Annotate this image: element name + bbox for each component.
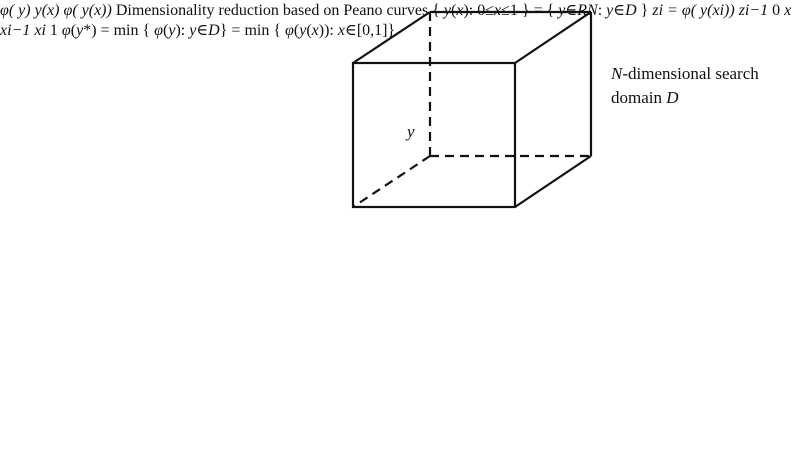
axis-label-one: 1 [49, 22, 58, 39]
z-i-minus-1-point: zi−1 0 x xi−1 xi 1 φ(y*) = min { φ(y): y… [0, 2, 791, 39]
phi-yx-label: φ( y(x)) [63, 2, 112, 19]
cube-front-face [351, 61, 517, 209]
z-i-minus-1-label: zi−1 [738, 2, 769, 19]
cube-edge [352, 11, 431, 64]
search-domain-cube [351, 10, 593, 209]
cube-hidden-edge [352, 155, 431, 208]
cube-point-label: y [405, 122, 415, 141]
axis-label-origin: 0 [772, 2, 781, 19]
x-axis: 0 x xi−1 xi 1 φ(y*) = min { φ(y): y∈D} =… [0, 2, 791, 39]
bottom-formula: φ(y*) = min { φ(y): y∈D} = min { φ(y(x))… [61, 22, 396, 39]
reduction-pointer-arrow: φ( y) y(x) φ( y(x)) Dimensionality reduc… [0, 2, 791, 39]
y-x-bubble-label: y(x) [34, 2, 60, 19]
z-i-stem: zi = φ( y(xi)) zi−1 0 x xi−1 xi 1 φ(y*) … [0, 2, 791, 39]
curved-arrow-domain-to-phi: φ( y) y(x) φ( y(x)) Dimensionality reduc… [0, 2, 791, 39]
axis-label-x-i-minus-1: xi−1 [0, 22, 31, 39]
phi-yx-stem: Dimensionality reduction based on Peano … [0, 2, 791, 39]
phi-y-bubble-label: φ( y) [0, 2, 31, 19]
phi-yx-point: Dimensionality reduction based on Peano … [0, 2, 791, 39]
reduction-title: Dimensionality reduction based on Peano … [115, 2, 429, 19]
z-i-minus-1-stem: zi−1 0 x xi−1 xi 1 φ(y*) = min { φ(y): y… [0, 2, 791, 39]
phi-y-bubble: φ( y) y(x) φ( y(x)) Dimensionality reduc… [0, 2, 791, 39]
y-x-bubble: y(x) φ( y(x)) Dimensionality reduction b… [0, 2, 791, 39]
axis-label-x: x [784, 2, 792, 19]
x-axis-tick: 0 x xi−1 xi 1 φ(y*) = min { φ(y): y∈D} =… [0, 2, 791, 39]
z-i-label: zi = φ( y(xi)) [652, 2, 735, 19]
peano-curve-arrow: φ( y) y(x) φ( y(x)) Dimensionality reduc… [0, 2, 791, 39]
x-axis-tick: 0 x xi−1 xi 1 φ(y*) = min { φ(y): y∈D} =… [0, 2, 791, 39]
reduction-formula: { y(x): 0≤x≤1 } = { y∈RN: y∈D } [432, 2, 649, 19]
cube-edge [514, 11, 592, 64]
cube-edge [514, 155, 592, 208]
search-domain-label-line2: domain D [611, 88, 679, 107]
search-domain-label-line1: N-dimensional search [610, 64, 759, 83]
z-i-point: zi = φ( y(xi)) zi−1 0 x xi−1 xi 1 φ(y*) … [0, 2, 791, 39]
axis-label-x-i: xi [34, 22, 46, 39]
